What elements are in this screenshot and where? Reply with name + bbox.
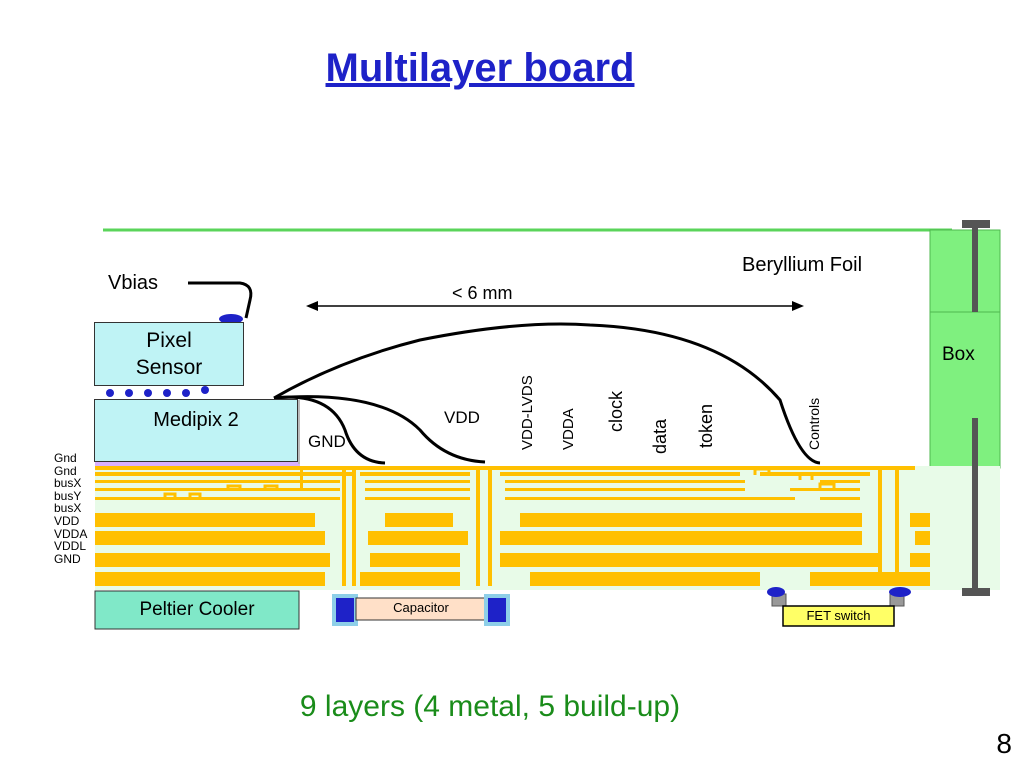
wire-label-clock: clock xyxy=(606,390,626,432)
capacitor-terminal-right xyxy=(484,594,510,626)
peltier-cooler-rect xyxy=(94,590,300,630)
layer-label: VDDA xyxy=(54,526,88,541)
wire-label-controls: Controls xyxy=(806,397,822,450)
board-background xyxy=(95,466,1000,590)
vdd-wire-label: VDD xyxy=(444,408,480,427)
vbias-wire xyxy=(188,281,253,319)
slide-title: Multilayer board xyxy=(325,46,635,90)
box-label: Box xyxy=(942,344,975,365)
layer-label: busX xyxy=(54,476,82,491)
bump-bonds xyxy=(106,386,209,397)
pixel-sensor-label-line2: Sensor xyxy=(135,356,203,379)
wire-bonds xyxy=(273,322,821,465)
wire-label-vdd-lvds: VDD-LVDS xyxy=(519,375,536,450)
capacitor-label: Capacitor xyxy=(393,600,449,615)
layer-label: busY xyxy=(54,488,82,503)
wire-label-vdda: VDDA xyxy=(560,408,577,450)
page-number: 8 xyxy=(996,728,1012,759)
layer-label: busX xyxy=(54,501,82,516)
wire-label-token: token xyxy=(696,403,716,448)
layer-label: Gnd xyxy=(54,463,77,478)
gnd-wire-label: GND xyxy=(308,432,346,451)
layer-label: Gnd xyxy=(54,451,77,465)
medipix-label: Medipix 2 xyxy=(153,409,239,431)
peltier-cooler-label: Peltier Cooler xyxy=(139,599,255,620)
box-bracket xyxy=(972,222,978,312)
layer-label: VDDL xyxy=(54,539,87,554)
box-rect xyxy=(929,229,1001,469)
fet-switch-body xyxy=(782,605,895,627)
fet-switch-label: FET switch xyxy=(806,608,871,623)
distance-arrow xyxy=(306,301,804,311)
pixel-sensor: Pixel Sensor xyxy=(94,322,244,386)
metal-layers xyxy=(95,466,930,586)
distance-label: < 6 mm xyxy=(452,283,513,303)
layer-labels: Gnd Gnd busX busY busX VDD VDDA VDDL GND xyxy=(54,452,87,565)
pixel-sensor-label-line1: Pixel xyxy=(146,329,192,352)
vbias-label: Vbias xyxy=(108,272,159,294)
capacitor-terminal-left xyxy=(332,594,358,626)
slide-subtitle: 9 layers (4 metal, 5 build-up) xyxy=(299,690,681,723)
medipix-chip: Medipix 2 xyxy=(94,399,298,462)
wire-label-data: data xyxy=(650,418,670,454)
layer-label: GND xyxy=(54,551,81,566)
layer-label: VDD xyxy=(54,513,80,528)
beryllium-foil-label: Beryllium Foil xyxy=(742,254,863,276)
